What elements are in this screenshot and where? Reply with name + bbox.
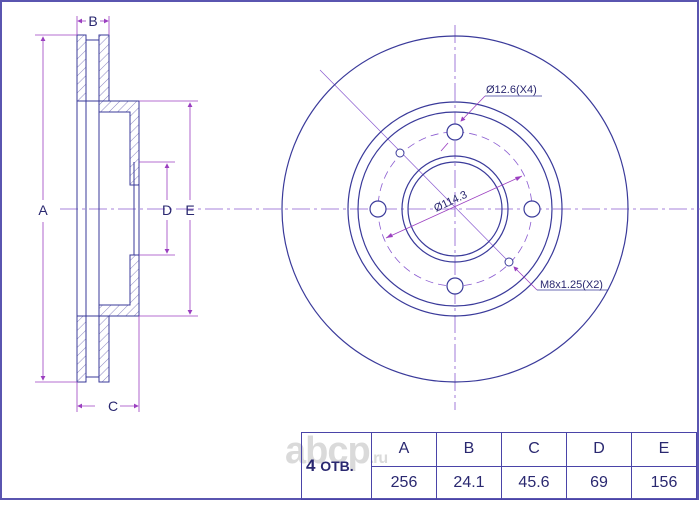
dim-label-c: C — [108, 398, 118, 414]
bolt-hole-label: Ø12.6(X4) — [486, 84, 537, 96]
header-b: B — [436, 432, 502, 467]
front-view: Ø114.3 Ø12.6(X4) M8x1.25(X2) — [281, 25, 629, 410]
bolt-hole — [369, 200, 387, 218]
disc-outer-edge — [281, 35, 629, 383]
bolt-hole — [523, 200, 541, 218]
header-a: A — [371, 432, 437, 467]
dim-label-b: B — [88, 13, 97, 29]
header-d: D — [566, 432, 632, 467]
header-c: C — [501, 432, 567, 467]
thread-hole — [504, 257, 514, 267]
value-a: 256 — [371, 465, 437, 500]
thread-label: M8x1.25(X2) — [540, 279, 603, 291]
value-d: 69 — [566, 465, 632, 500]
side-view: A B C D E — [35, 13, 700, 414]
holes-count-cell: 4 ОТВ. — [301, 432, 372, 500]
dim-label-d: D — [162, 202, 172, 218]
bolt-hole — [446, 123, 464, 141]
dim-label-a: A — [38, 202, 48, 218]
table-header-row: 4 ОТВ. A B C D E — [301, 432, 697, 500]
thread-hole — [395, 148, 405, 158]
value-c: 45.6 — [501, 465, 567, 500]
dim-label-e: E — [185, 202, 194, 218]
pcd-label: Ø114.3 — [432, 189, 469, 215]
table-values-row: 256 24.1 45.6 69 156 — [302, 465, 697, 500]
header-e: E — [631, 432, 697, 467]
bolt-hole — [446, 277, 464, 295]
spec-table: 4 ОТВ. A B C D E 256 24.1 45.6 69 156 — [301, 432, 697, 500]
center-bore — [401, 155, 509, 263]
value-e: 156 — [631, 465, 697, 500]
value-b: 24.1 — [436, 465, 502, 500]
